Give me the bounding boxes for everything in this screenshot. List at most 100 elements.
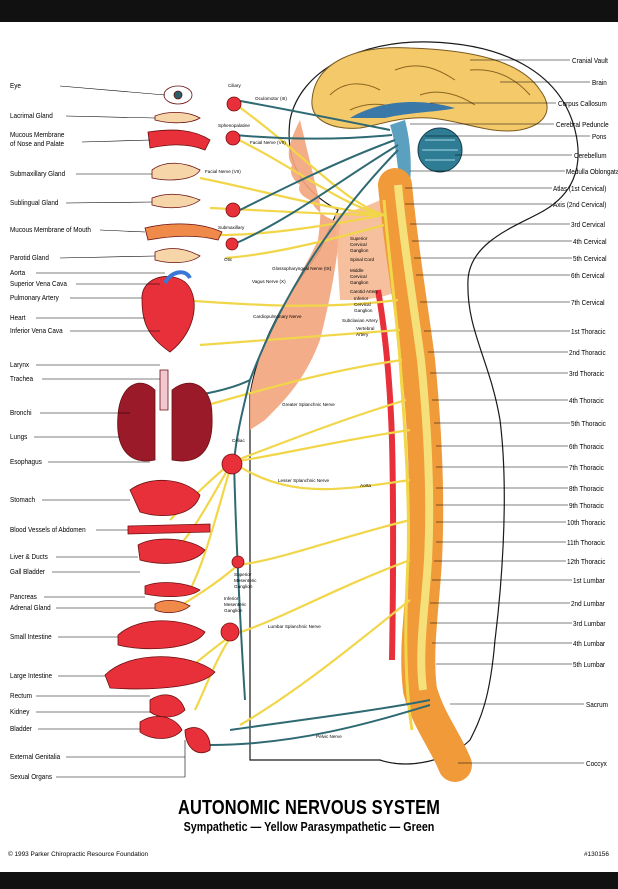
label-heart: Heart (10, 313, 26, 322)
inner-cervical-1: Cervical (350, 242, 367, 247)
inner-vagus: Vagus Nerve (X) (252, 279, 286, 284)
inner-superior-2: Superior (234, 572, 252, 577)
label-nose-palate: of Nose and Palate (10, 139, 65, 148)
inner-ganglion-3: Ganglion (354, 308, 373, 313)
poster-title: AUTONOMIC NERVOUS SYSTEM (177, 797, 441, 819)
corpus-callosum (350, 102, 455, 118)
inner-facial-nerve-1: Facial Nerve (VII) (250, 140, 286, 145)
label-12th-thoracic: 12th Thoracic (567, 557, 606, 566)
inner-ganglion-1: Ganglion (350, 248, 369, 253)
inner-ganglion-2: Ganglion (350, 280, 369, 285)
stomach-organ (129, 479, 201, 516)
label-6th-cervical: 6th Cervical (571, 271, 605, 280)
label-submaxillary-gland: Submaxillary Gland (10, 169, 66, 178)
vessels-organ (127, 523, 211, 535)
label-kidney: Kidney (10, 707, 30, 716)
label-adrenal-gland: Adrenal Gland (10, 603, 51, 612)
label-9th-thoracic: 9th Thoracic (569, 501, 604, 510)
label-7th-cervical: 7th Cervical (571, 298, 605, 307)
label-5th-lumbar: 5th Lumbar (573, 660, 606, 669)
label-2nd-lumbar: 2nd Lumbar (571, 599, 605, 608)
label-1st-thoracic: 1st Thoracic (571, 327, 606, 336)
inner-spinal-cord: Spinal Cord (350, 257, 375, 262)
top-border (0, 0, 618, 22)
bottom-border (0, 872, 618, 889)
label-4th-cervical: 4th Cervical (573, 237, 607, 246)
right-lung (171, 382, 213, 462)
label-10th-thoracic: 10th Thoracic (567, 518, 606, 527)
inner-cervical-2: Cervical (350, 274, 367, 279)
sympathetic-chain (382, 199, 414, 731)
inner-ciliary: Ciliary (228, 83, 241, 88)
label-7th-thoracic: 7th Thoracic (569, 463, 604, 472)
cerebellum-folds (422, 139, 458, 161)
parasympathetic-fibers (179, 99, 431, 746)
label-brain: Brain (592, 78, 607, 87)
label-external-genitalia: External Genitalia (10, 752, 61, 761)
label-trachea: Trachea (10, 374, 34, 383)
inner-otic: Otic (224, 257, 233, 262)
label-lungs: Lungs (10, 432, 28, 441)
inner-cervical-3: Cervical (354, 302, 371, 307)
large-intestine-organ (104, 656, 216, 690)
label-sacrum: Sacrum (586, 700, 608, 709)
label-pons: Pons (592, 132, 607, 141)
poster-subtitle: Sympathetic — Yellow Parasympathetic — G… (183, 820, 435, 834)
label-parotid-gland: Parotid Gland (10, 253, 49, 262)
parotid-organ (154, 248, 201, 264)
inner-carotid-artery: Carotid Artery (350, 289, 379, 294)
label-coccyx: Coccyx (586, 759, 607, 768)
brain-folds (329, 65, 531, 111)
label-bladder: Bladder (10, 724, 32, 733)
genitalia-organ (184, 727, 211, 754)
inner-pelvic-nerve: Pelvic Nerve (316, 734, 342, 739)
inner-vertebral: Vertebral (356, 326, 375, 331)
label-liver-ducts: Liver & Ducts (10, 552, 48, 561)
label-axis: Axis (2nd Cervical) (553, 200, 607, 209)
label-2nd-thoracic: 2nd Thoracic (569, 348, 606, 357)
label-large-intestine: Large Intestine (10, 671, 53, 680)
label-cerebral-peduncle: Cerebral Peduncle (556, 120, 609, 129)
label-aorta: Aorta (10, 268, 26, 277)
inner-lumbar-splanchnic: Lumbar Splanchnic Nerve (268, 624, 321, 629)
label-rectum: Rectum (10, 691, 32, 700)
inner-facial-nerve-2: Facial Nerve (VII) (205, 169, 241, 174)
label-inferior-vena-cava: Inferior Vena Cava (10, 326, 63, 335)
submaxillary-organ (151, 162, 201, 181)
spinal-cord (394, 184, 434, 691)
label-larynx: Larynx (10, 360, 30, 369)
label-superior-vena-cava: Superior Vena Cava (10, 279, 67, 288)
copyright-notice: © 1993 Parker Chiropractic Resource Foun… (8, 851, 149, 858)
inner-celiac: Celiac (232, 438, 245, 443)
label-4th-lumbar: 4th Lumbar (573, 639, 606, 648)
liver-organ (137, 538, 206, 564)
label-sexual-organs: Sexual Organs (10, 772, 53, 781)
label-8th-thoracic: 8th Thoracic (569, 484, 604, 493)
inner-cardiopulmonary: Cardiopulmonary Nerve (253, 314, 302, 319)
label-11th-thoracic: 11th Thoracic (567, 538, 605, 547)
left-leader-lines (34, 85, 186, 778)
label-medulla-oblongata: Medulla Oblongata (566, 167, 618, 176)
heart-organ (141, 276, 195, 353)
label-esophagus: Esophagus (10, 457, 42, 466)
label-mucous-membrane-mouth: Mucous Membrane of Mouth (10, 225, 91, 234)
label-bronchi: Bronchi (10, 408, 32, 417)
adrenal-organ (154, 600, 191, 614)
small-intestine-organ (117, 620, 206, 650)
mouth-organ (144, 223, 223, 241)
sublingual-organ (151, 194, 201, 209)
label-sublingual-gland: Sublingual Gland (10, 198, 59, 207)
kidney-organ (149, 694, 186, 718)
inner-superior-1: Superior (350, 236, 368, 241)
inner-middle: Middle (350, 268, 364, 273)
inner-ganglion-5: Ganglion (224, 608, 243, 613)
inner-greater-splanchnic: Greater Splanchnic Nerve (282, 402, 335, 407)
inner-aorta: Aorta (360, 483, 371, 488)
left-lung (117, 382, 156, 462)
label-cerebellum: Cerebellum (574, 151, 607, 160)
label-small-intestine: Small Intestine (10, 632, 52, 641)
label-atlas: Atlas (1st Cervical) (553, 184, 607, 193)
label-5th-cervical: 5th Cervical (573, 254, 607, 263)
inner-sphenopalatine: Sphenopalatine (218, 123, 250, 128)
